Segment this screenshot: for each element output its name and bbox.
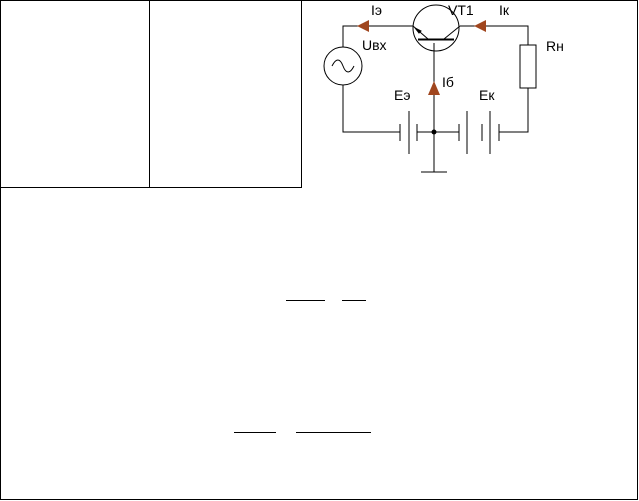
wire-load-to-battery bbox=[499, 88, 529, 133]
transistor-symbol bbox=[412, 4, 461, 52]
label-input-voltage: Uвх bbox=[362, 37, 387, 53]
label-collector-current: Iк bbox=[499, 2, 510, 18]
label-base-current: Iб bbox=[442, 74, 454, 90]
wire-collector-to-load bbox=[460, 25, 529, 45]
label-load-resistor: Rн bbox=[546, 38, 564, 54]
base-node bbox=[431, 129, 437, 135]
label-emitter-current: Iэ bbox=[371, 2, 382, 18]
current-arrows bbox=[357, 20, 486, 95]
arrow-collector-current bbox=[474, 20, 486, 32]
wire-emitter-to-source bbox=[342, 25, 413, 47]
formula-fraction-bars bbox=[234, 300, 371, 433]
wire-source-to-battery bbox=[342, 85, 400, 133]
arrow-emitter-current bbox=[357, 20, 369, 32]
arrow-base-current bbox=[428, 81, 440, 95]
sine-wave-icon bbox=[323, 46, 363, 86]
emitter-arrow bbox=[414, 27, 422, 34]
label-emitter-source: Eэ bbox=[394, 87, 410, 103]
label-transistor: VT1 bbox=[448, 2, 474, 18]
transistor-circuit bbox=[323, 4, 537, 173]
emitter-battery bbox=[399, 111, 418, 154]
load-resistor bbox=[519, 44, 537, 89]
collector-battery bbox=[458, 111, 500, 154]
label-collector-source: Eк bbox=[479, 87, 495, 103]
